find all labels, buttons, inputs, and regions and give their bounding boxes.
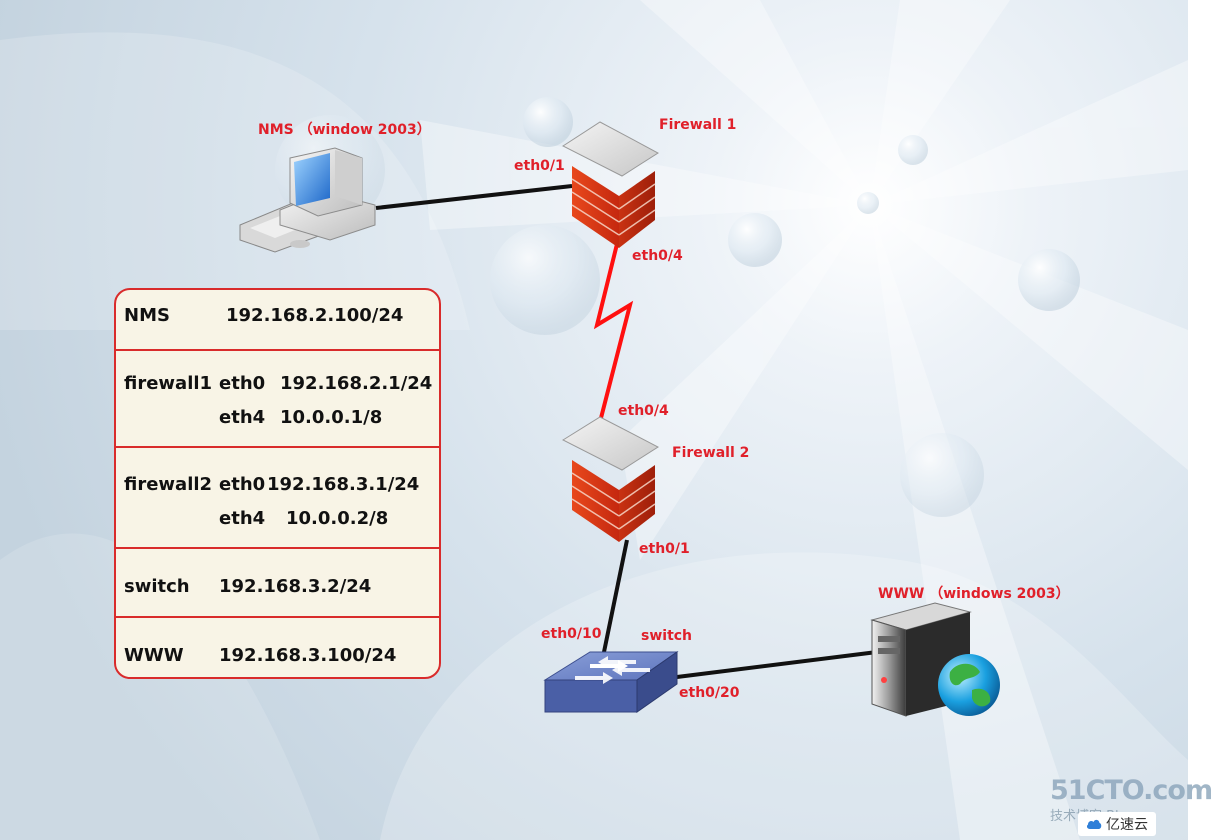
- firewall-2-label: Firewall 2: [672, 445, 750, 461]
- table-row-nms: NMS 192.168.2.100/24: [116, 290, 439, 351]
- badge-text: 亿速云: [1106, 817, 1148, 833]
- watermark-site: 51CTO.com: [1050, 775, 1212, 806]
- network-links: [375, 184, 878, 679]
- switch-icon: [543, 651, 679, 713]
- port-fw2-eth0-4: eth0/4: [618, 403, 669, 419]
- watermark: 51CTO.com 技术博客 Blog: [1050, 775, 1212, 824]
- row-ip: 192.168.3.2/24: [219, 576, 372, 597]
- table-row-firewall1: firewall1 eth0 192.168.2.1/24 eth4 10.0.…: [116, 351, 439, 448]
- row-ip1: 192.168.3.1/24: [267, 474, 420, 495]
- row-name: firewall2: [124, 474, 213, 495]
- row-if1: eth0: [219, 373, 266, 394]
- nms-computer-icon: [239, 147, 376, 253]
- row-if2: eth4: [219, 508, 266, 529]
- www-server-icon: [870, 602, 1000, 717]
- table-row-www: WWW 192.168.3.100/24: [116, 618, 439, 677]
- row-name: firewall1: [124, 373, 213, 394]
- row-name: NMS: [124, 305, 170, 326]
- port-sw-eth0-20: eth0/20: [679, 685, 740, 701]
- firewall-2-icon: [561, 416, 660, 542]
- port-fw1-eth0-1: eth0/1: [514, 158, 565, 174]
- row-name: switch: [124, 576, 190, 597]
- row-if2: eth4: [219, 407, 266, 428]
- row-ip: 192.168.2.100/24: [226, 305, 404, 326]
- address-table: NMS 192.168.2.100/24 firewall1 eth0 192.…: [114, 288, 441, 679]
- port-fw1-eth0-4: eth0/4: [632, 248, 683, 264]
- port-fw2-eth0-1: eth0/1: [639, 541, 690, 557]
- row-ip2: 10.0.0.2/8: [286, 508, 389, 529]
- row-if1: eth0: [219, 474, 266, 495]
- nms-label: NMS （window 2003）: [258, 122, 431, 138]
- row-name: WWW: [124, 645, 184, 666]
- yisu-badge[interactable]: 亿速云: [1078, 812, 1156, 836]
- row-ip: 192.168.3.100/24: [219, 645, 397, 666]
- www-label: WWW （windows 2003）: [878, 586, 1070, 602]
- firewall-1-icon: [562, 121, 659, 248]
- decorative-bubbles: [275, 97, 1080, 517]
- row-ip2: 10.0.0.1/8: [280, 407, 383, 428]
- row-ip1: 192.168.2.1/24: [280, 373, 433, 394]
- table-row-firewall2: firewall2 eth0 192.168.3.1/24 eth4 10.0.…: [116, 448, 439, 549]
- port-sw-eth0-10: eth0/10: [541, 626, 602, 642]
- firewall-1-label: Firewall 1: [659, 117, 737, 133]
- switch-label: switch: [641, 628, 693, 644]
- table-row-switch: switch 192.168.3.2/24: [116, 549, 439, 618]
- cloud-icon: [1086, 819, 1102, 829]
